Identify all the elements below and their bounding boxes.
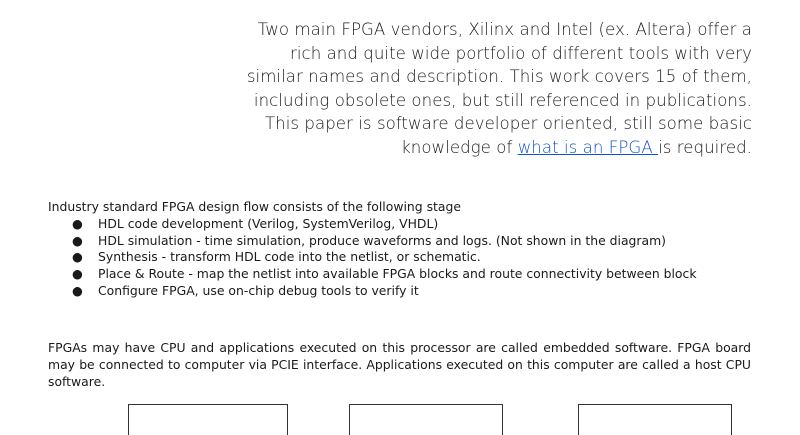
design-flow-section: Industry standard FPGA design flow consi… xyxy=(48,199,758,300)
list-item: ● HDL code development (Verilog, SystemVe… xyxy=(72,216,758,233)
list-item-text: Synthesis - transform HDL code into the … xyxy=(98,249,481,265)
list-item: ● Place & Route - map the netlist into av… xyxy=(72,266,758,283)
list-item-text: Place & Route - map the netlist into ava… xyxy=(98,266,697,282)
abstract-text-end: is required. xyxy=(658,137,752,157)
list-item: ● Synthesis - transform HDL code into the… xyxy=(72,249,758,266)
abstract-text-start: Two main FPGA vendors, Xilinx and Intel … xyxy=(246,20,752,157)
design-flow-intro: Industry standard FPGA design flow consi… xyxy=(48,199,461,214)
list-item-text: HDL code development (Verilog, SystemVer… xyxy=(98,215,439,231)
bullet-icon: ● xyxy=(72,215,83,231)
list-item-text: Configure FPGA, use on-chip debug tools … xyxy=(98,282,419,298)
list-item-text: HDL simulation - time simulation, produc… xyxy=(98,232,666,248)
bullet-icon: ● xyxy=(72,282,83,298)
list-item: ● Configure FPGA, use on-chip debug tools… xyxy=(72,283,758,300)
embedded-software-paragraph: FPGAs may have CPU and applications exec… xyxy=(48,340,751,390)
document-page: Two main FPGA vendors, Xilinx and Intel … xyxy=(48,18,758,435)
bullet-icon: ● xyxy=(72,266,83,282)
design-flow-list: ● HDL code development (Verilog, SystemVe… xyxy=(48,216,758,300)
what-is-fpga-link[interactable]: what is an FPGA xyxy=(517,137,659,157)
abstract-paragraph: Two main FPGA vendors, Xilinx and Intel … xyxy=(230,18,752,160)
bullet-icon: ● xyxy=(72,249,83,265)
list-item: ● HDL simulation - time simulation, produ… xyxy=(72,233,758,250)
bullet-icon: ● xyxy=(72,232,83,248)
